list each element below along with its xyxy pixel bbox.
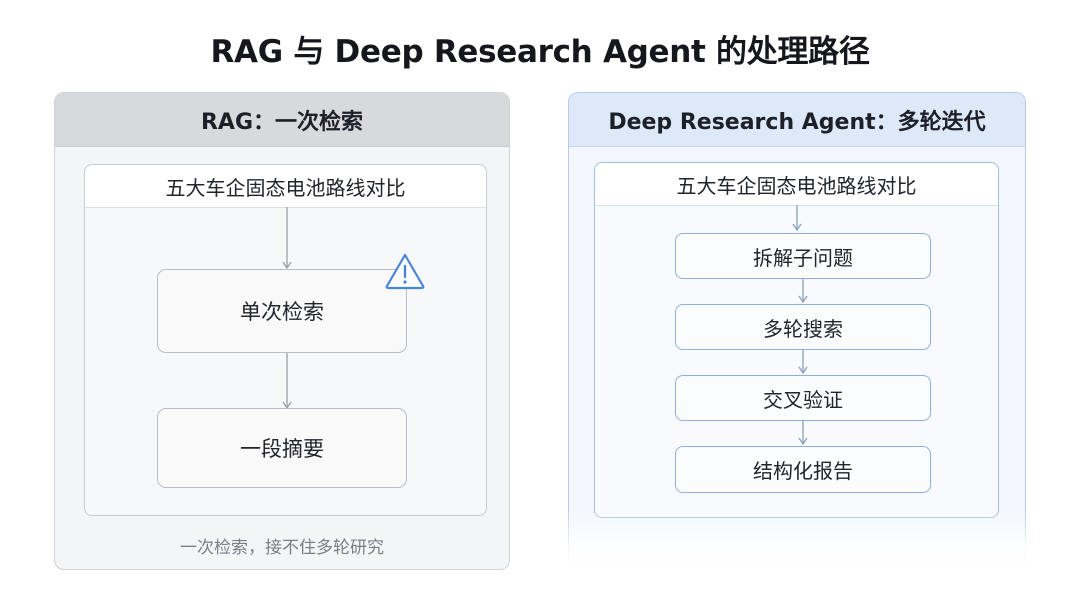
rag-step-label: 一段摘要 (240, 437, 324, 461)
dra-step-label: 交叉验证 (763, 387, 843, 412)
dra-step-label: 多轮搜索 (763, 316, 843, 341)
arrow-retrieval-to-summary (282, 353, 292, 410)
dra-step-cross-verify: 交叉验证 (675, 375, 931, 421)
arrow-query-to-retrieval (282, 207, 292, 270)
dra-step-multi-search: 多轮搜索 (675, 304, 931, 350)
warning-triangle-icon (385, 253, 425, 290)
rag-step-summary: 一段摘要 (157, 408, 407, 488)
deep-research-panel-header: Deep Research Agent：多轮迭代 (569, 93, 1025, 147)
rag-panel: RAG：一次检索 五大车企固态电池路线对比 单次检索 一段摘要 一次检索，接不住… (54, 92, 510, 570)
arrow-verify-to-report (798, 421, 808, 446)
arrow-decompose-to-search (798, 279, 808, 304)
rag-panel-header: RAG：一次检索 (55, 93, 509, 147)
deep-research-query: 五大车企固态电池路线对比 (595, 163, 998, 206)
rag-flow-container: 五大车企固态电池路线对比 单次检索 一段摘要 (84, 164, 487, 516)
rag-step-label: 单次检索 (240, 300, 324, 324)
dra-step-label: 拆解子问题 (753, 245, 853, 270)
arrow-search-to-verify (798, 350, 808, 375)
diagram-title: RAG 与 Deep Research Agent 的处理路径 (210, 34, 870, 70)
deep-research-panel: Deep Research Agent：多轮迭代 五大车企固态电池路线对比 拆解… (568, 92, 1026, 570)
rag-step-single-retrieval: 单次检索 (157, 269, 407, 353)
rag-caption: 一次检索，接不住多轮研究 (180, 538, 384, 558)
dra-step-label: 结构化报告 (753, 459, 853, 483)
dra-step-structured-report: 结构化报告 (675, 446, 931, 493)
bottom-fade-overlay (560, 510, 1080, 603)
deep-research-flow-container: 五大车企固态电池路线对比 拆解子问题 多轮搜索 交叉验证 结构化报告 (594, 162, 999, 518)
dra-step-decompose: 拆解子问题 (675, 233, 931, 279)
rag-query: 五大车企固态电池路线对比 (85, 165, 486, 208)
arrow-query-to-decompose (792, 205, 802, 232)
